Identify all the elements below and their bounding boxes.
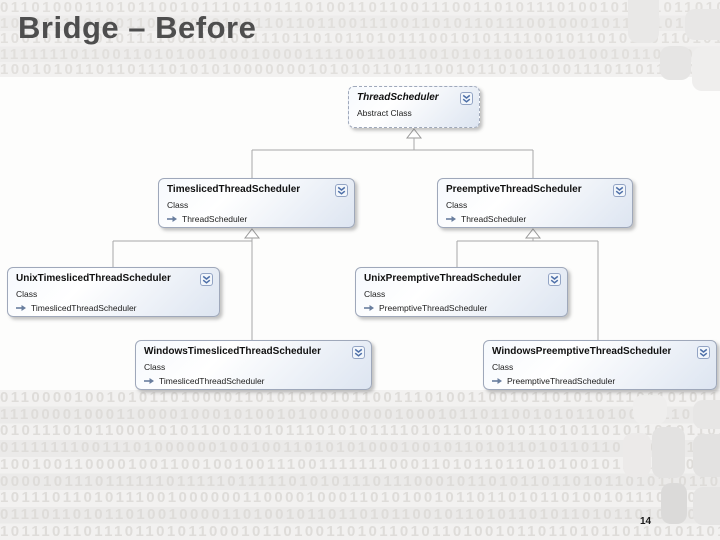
collapse-chevron-icon[interactable] (335, 184, 348, 197)
binary-row: 0111111100111010000001001001101010100010… (0, 439, 720, 457)
binary-row: 1001001100001001100100100111001111111000… (0, 455, 720, 473)
class-title: WindowsTimeslicedThreadScheduler (144, 346, 321, 357)
inheritance-triangle (524, 228, 542, 239)
binary-row: 1011101101110110101100010110100110101101… (0, 522, 720, 540)
binary-row: 0000101110111111011111011111010101110111… (0, 472, 720, 490)
mosaic-square (633, 395, 667, 424)
binary-row: 1001011110101111001101011110110101101011… (0, 30, 720, 47)
base-class-name: TimeslicedThreadScheduler (159, 376, 265, 386)
class-title: PreemptiveThreadScheduler (446, 184, 582, 195)
collapse-chevron-icon[interactable] (697, 346, 710, 359)
base-class-name: TimeslicedThreadScheduler (31, 303, 137, 313)
mosaic-square (693, 434, 720, 477)
class-stereotype: Class (144, 362, 166, 372)
mosaic-square (685, 9, 720, 40)
class-box-timeslicedthreadscheduler[interactable]: TimeslicedThreadScheduler Class ThreadSc… (158, 178, 355, 228)
inheritance-triangle (243, 228, 261, 239)
binary-row: 1001010110110111010101000000010101011011… (0, 61, 720, 77)
collapse-chevron-icon[interactable] (200, 273, 213, 286)
class-base: PreemptiveThreadScheduler (492, 376, 710, 386)
binary-row: 1111111011001101010010001000011110011011… (0, 45, 720, 63)
class-stereotype: Class (167, 200, 189, 210)
class-base: ThreadScheduler (167, 214, 348, 224)
class-base: ThreadScheduler (446, 214, 626, 224)
class-stereotype: Class (492, 362, 514, 372)
collapse-chevron-icon[interactable] (613, 184, 626, 197)
mosaic-square (693, 400, 720, 429)
page-number: 14 (640, 516, 652, 527)
base-class-name: PreemptiveThreadScheduler (507, 376, 616, 386)
inherits-arrow-icon (167, 215, 178, 223)
inherits-arrow-icon (446, 215, 457, 223)
binary-pattern-top: 0110100011010110010111011011101001101100… (0, 0, 720, 77)
class-stereotype: Class (364, 289, 386, 299)
class-stereotype: Class (446, 200, 468, 210)
binary-row: 0110100011010110010111011011101001101100… (0, 0, 720, 16)
base-class-name: ThreadScheduler (182, 214, 248, 224)
binary-row: 0111011010110100100001101001011011010110… (0, 505, 720, 523)
mosaic-square (692, 47, 720, 91)
base-class-name: PreemptiveThreadScheduler (379, 303, 488, 313)
class-box-preemptivethreadscheduler[interactable]: PreemptiveThreadScheduler Class ThreadSc… (437, 178, 633, 228)
inherits-arrow-icon (144, 377, 155, 385)
class-title: WindowsPreemptiveThreadScheduler (492, 346, 672, 357)
mosaic-square (652, 427, 685, 478)
page-title: Bridge – Before (18, 10, 257, 45)
collapse-chevron-icon[interactable] (548, 273, 561, 286)
class-title: UnixTimeslicedThreadScheduler (16, 273, 171, 284)
collapse-chevron-icon[interactable] (352, 346, 365, 359)
class-title: ThreadScheduler (357, 92, 439, 103)
mosaic-square (693, 487, 720, 525)
class-stereotype: Class (16, 289, 38, 299)
class-title: TimeslicedThreadScheduler (167, 184, 301, 195)
binary-row: 1010111101001101010101001101101100111001… (0, 14, 720, 32)
class-box-unixpreemptivethreadscheduler[interactable]: UnixPreemptiveThreadScheduler Class Pree… (355, 267, 568, 317)
binary-row: 0101110101100010101100110101110101011110… (0, 422, 720, 440)
mosaic-square (628, 0, 659, 43)
mosaic-square (623, 433, 651, 477)
mosaic-square (660, 46, 691, 80)
class-base: TimeslicedThreadScheduler (16, 303, 213, 313)
binary-pattern-bottom: 0110000100101011010000110101010101100111… (0, 390, 720, 540)
binary-row: 1011101101011100100000011000010001101010… (0, 489, 720, 507)
collapse-chevron-icon[interactable] (460, 92, 473, 105)
base-class-name: ThreadScheduler (461, 214, 527, 224)
inheritance-triangle (405, 128, 423, 139)
class-box-windowspreemptivethreadscheduler[interactable]: WindowsPreemptiveThreadScheduler Class P… (483, 340, 717, 390)
class-base: TimeslicedThreadScheduler (144, 376, 365, 386)
inherits-arrow-icon (16, 304, 27, 312)
inherits-arrow-icon (492, 377, 503, 385)
inherits-arrow-icon (364, 304, 375, 312)
binary-row: 0110000100101011010000110101010101100111… (0, 390, 720, 406)
mosaic-square (661, 483, 687, 524)
class-stereotype: Abstract Class (357, 108, 412, 118)
class-box-threadscheduler[interactable]: ThreadScheduler Abstract Class (348, 86, 480, 128)
class-box-unixtimeslicedthreadscheduler[interactable]: UnixTimeslicedThreadScheduler Class Time… (7, 267, 220, 317)
binary-row: 1110000100011000010001010010100000000100… (0, 405, 720, 423)
class-box-windowstimeslicedthreadscheduler[interactable]: WindowsTimeslicedThreadScheduler Class T… (135, 340, 372, 390)
class-base: PreemptiveThreadScheduler (364, 303, 561, 313)
class-title: UnixPreemptiveThreadScheduler (364, 273, 522, 284)
